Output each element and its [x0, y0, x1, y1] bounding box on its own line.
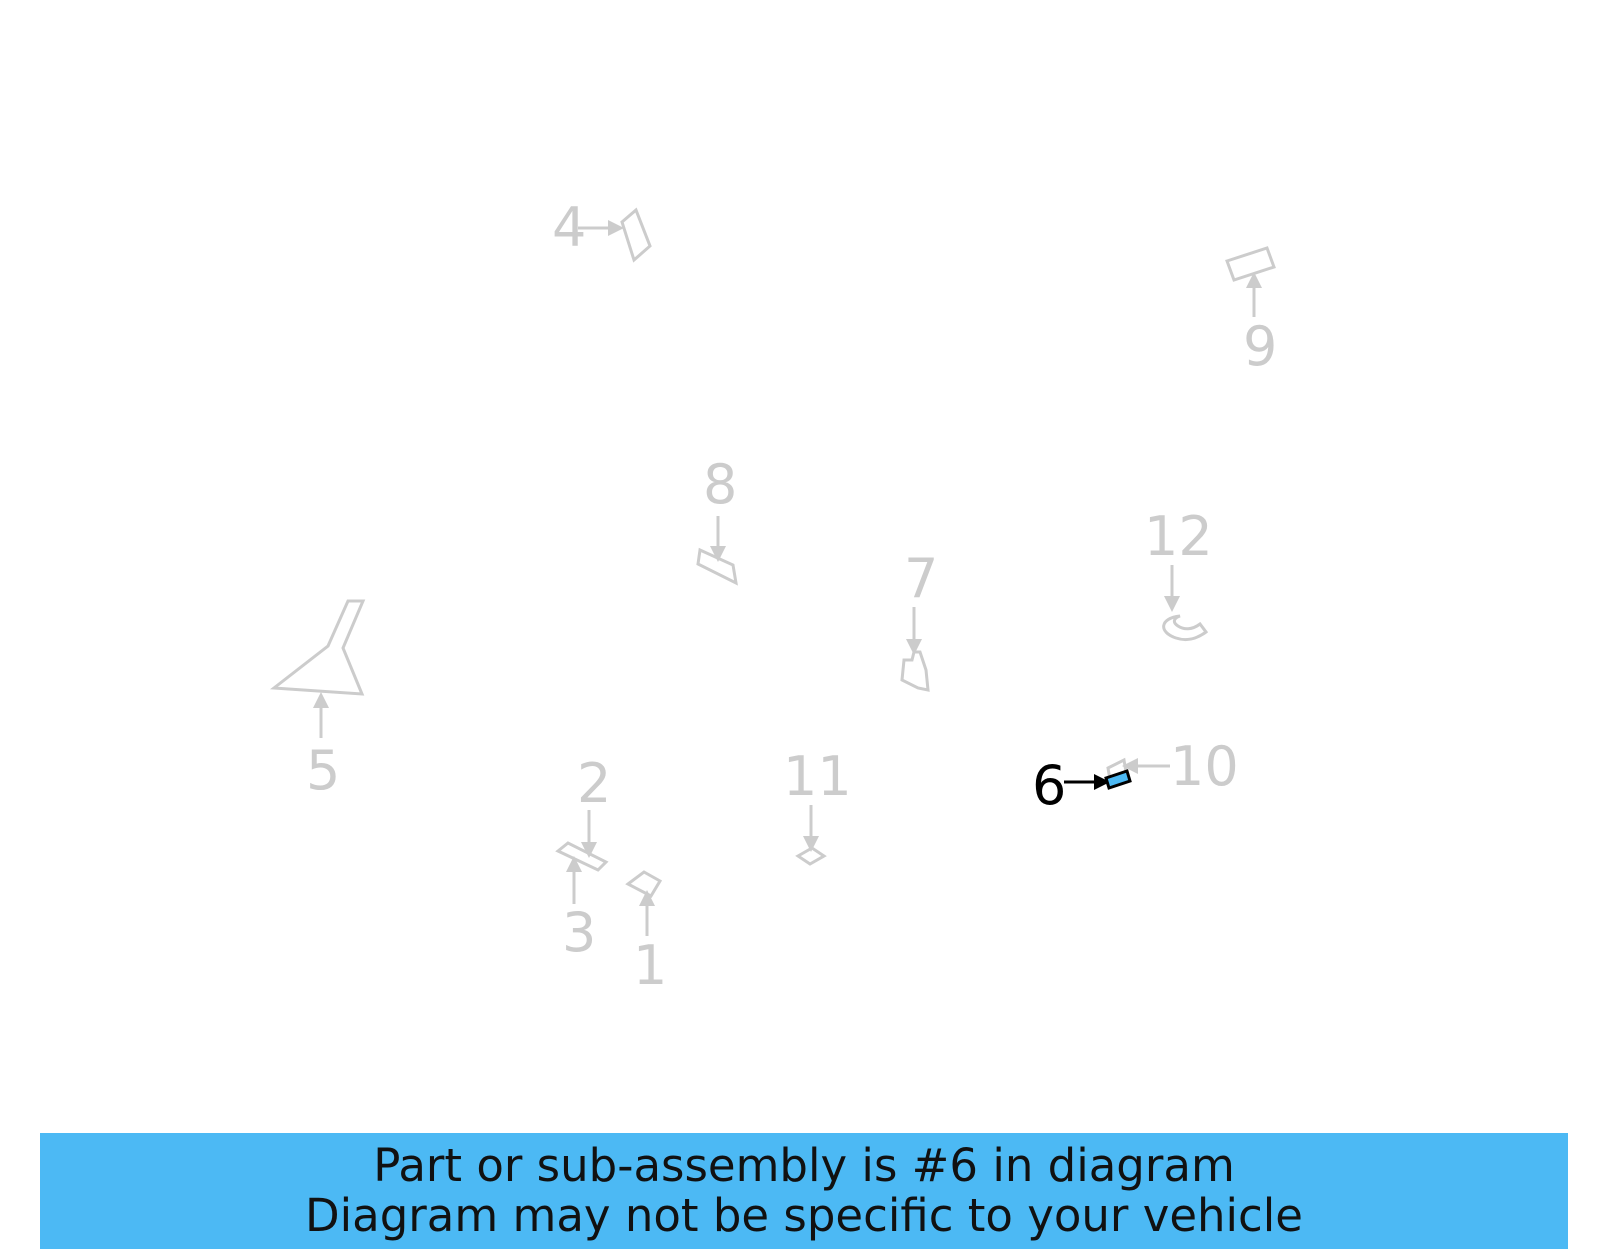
part-1-group[interactable]: 1 [625, 870, 667, 997]
part-5-group[interactable]: 5 [269, 599, 366, 802]
part-5-shape [269, 599, 366, 696]
part-11-group[interactable]: 11 [783, 745, 852, 866]
arrowhead-5 [313, 692, 329, 708]
part-12-shape [1162, 614, 1209, 642]
arrowhead-1 [639, 890, 655, 906]
callout-2: 2 [577, 752, 611, 815]
callout-7: 7 [904, 547, 938, 610]
callout-6: 6 [1032, 754, 1066, 817]
arrowhead-3 [566, 856, 582, 872]
part-4-group[interactable]: 4 [552, 196, 652, 263]
part-7-shape [900, 650, 930, 692]
banner-disclaimer-text: Diagram may not be specific to your vehi… [305, 1189, 1303, 1242]
banner-part-text: Part or sub-assembly is #6 in diagram [373, 1139, 1235, 1192]
part-12-group[interactable]: 12 [1144, 505, 1213, 642]
part-8-shape [696, 547, 738, 586]
info-banner: Part or sub-assembly is #6 in diagram Di… [40, 1133, 1568, 1249]
arrowhead-7 [906, 639, 922, 655]
arrowhead-12 [1164, 596, 1180, 612]
arrowhead-8 [710, 546, 726, 562]
callout-11: 11 [783, 745, 852, 808]
part-3-group[interactable]: 3 [562, 856, 596, 964]
part-9-shape [1225, 246, 1276, 282]
arrowhead-11 [803, 836, 819, 852]
part-4-shape [620, 207, 652, 263]
arrowhead-2 [581, 842, 597, 858]
part-1-shape [625, 870, 663, 898]
part-2-shape [555, 841, 609, 872]
part-2-group[interactable]: 2 [555, 752, 611, 872]
part-6-group[interactable]: 6 [1032, 754, 1132, 817]
callout-8: 8 [703, 453, 737, 516]
callout-10: 10 [1170, 735, 1239, 798]
callout-5: 5 [306, 739, 340, 802]
arrowhead-4 [608, 220, 624, 236]
part-7-group[interactable]: 7 [900, 547, 938, 692]
part-9-group[interactable]: 9 [1225, 246, 1277, 378]
callout-3: 3 [562, 901, 596, 964]
part-8-group[interactable]: 8 [696, 453, 738, 586]
callout-1: 1 [633, 934, 667, 997]
part-10-group[interactable]: 10 [1106, 735, 1239, 798]
part-6-shape [1104, 769, 1132, 790]
part-11-shape [795, 846, 827, 866]
arrowhead-9 [1246, 272, 1262, 288]
callout-9: 9 [1243, 315, 1277, 378]
callout-12: 12 [1144, 505, 1213, 568]
arrowhead-6 [1094, 774, 1110, 790]
arrowhead-10 [1122, 758, 1138, 774]
